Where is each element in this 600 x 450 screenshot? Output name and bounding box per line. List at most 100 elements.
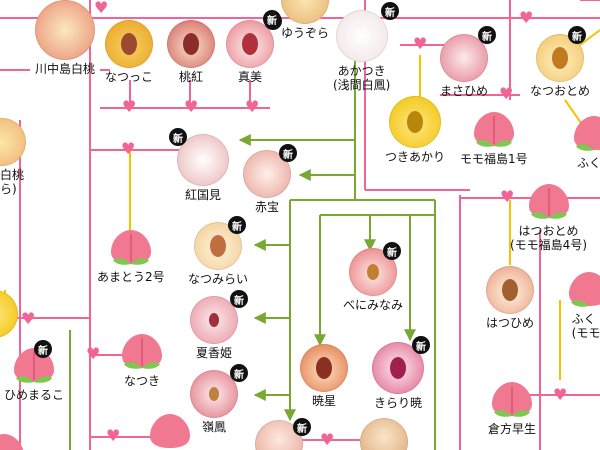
variety-label: 川中島白桃 xyxy=(35,62,96,76)
variety-hatsuhime: はつひめ xyxy=(486,266,534,330)
variety-label: 紅国見 xyxy=(184,188,221,202)
peach-photo-icon xyxy=(349,248,397,296)
heart-icon: ♥ xyxy=(553,385,568,404)
variety-kirariakatsuki: きらり暁 新 xyxy=(372,336,430,410)
peach-photo-icon xyxy=(440,34,488,82)
variety-akatama: 赤宝 新 xyxy=(243,144,297,214)
new-badge: 新 xyxy=(279,144,297,162)
variety-label: なつっこ xyxy=(105,70,154,84)
new-badge: 新 xyxy=(478,26,496,44)
variety-label: つきあかり xyxy=(385,150,446,164)
partial-pink-peach-bottom xyxy=(146,410,194,450)
variety-fuku-top: ふく xyxy=(570,112,600,170)
variety-label: あかつき (浅間白鳳) xyxy=(333,64,391,92)
peach-photo-icon xyxy=(167,20,215,68)
variety-label: あまとう2号 xyxy=(97,270,165,284)
variety-label: 真美 xyxy=(237,70,262,84)
variety-label: べにみなみ xyxy=(343,298,404,312)
variety-label: なつき xyxy=(123,374,160,388)
heart-icon: ♥ xyxy=(500,187,515,206)
new-badge: 新 xyxy=(263,10,281,28)
variety-label: はつひめ xyxy=(486,316,535,330)
variety-label: まさひめ xyxy=(440,84,489,98)
new-badge: 新 xyxy=(34,340,52,358)
peach-photo-icon xyxy=(0,290,18,338)
new-badge: 新 xyxy=(381,2,399,20)
variety-label: なつみらい xyxy=(188,272,249,286)
heart-icon: ♥ xyxy=(86,344,101,363)
variety-label: ふく xyxy=(576,156,600,170)
peach-icon xyxy=(122,334,162,369)
variety-kakohime: 夏香姫 新 xyxy=(190,290,248,360)
variety-masahime: まさひめ 新 xyxy=(440,26,496,98)
variety-natsuotome: なつおとめ 新 xyxy=(530,26,590,98)
partial-peach-left xyxy=(0,290,18,338)
peach-photo-icon xyxy=(105,20,153,68)
heart-icon: ♥ xyxy=(413,34,428,53)
variety-label: ふく (モモ xyxy=(571,312,600,340)
heart-icon: ♥ xyxy=(519,8,534,27)
variety-masami: 真美 新 xyxy=(226,12,282,84)
peach-photo-icon xyxy=(300,344,348,392)
peach-icon xyxy=(528,184,569,219)
variety-label: きらり暁 xyxy=(373,396,422,410)
peach-photo-icon xyxy=(190,296,238,344)
peach-photo-icon xyxy=(190,370,238,418)
peach-photo-icon xyxy=(177,134,229,186)
peach-icon xyxy=(150,414,190,448)
new-badge: 新 xyxy=(230,364,248,382)
variety-natsukko: なつっこ xyxy=(105,20,153,84)
peach-photo-icon xyxy=(335,10,388,62)
variety-tokou: 桃紅 xyxy=(167,20,215,84)
new-badge: 新 xyxy=(383,242,401,260)
variety-label: ひめまるこ xyxy=(4,388,65,402)
heart-icon: ♥ xyxy=(320,430,335,449)
variety-left-partial: 白桃 ら) xyxy=(0,118,26,196)
peach-photo-icon xyxy=(389,96,441,148)
peach-photo-icon xyxy=(281,0,329,24)
new-badge: 新 xyxy=(412,336,430,354)
peach-icon xyxy=(569,272,600,307)
new-badge: 新 xyxy=(230,290,248,308)
peach-photo-icon xyxy=(486,266,534,314)
new-badge: 新 xyxy=(169,128,187,146)
heart-icon: ♥ xyxy=(245,97,260,116)
new-badge: 新 xyxy=(568,26,586,44)
variety-momofukushima1: モモ福島1号 xyxy=(460,108,528,166)
variety-label: 白桃 ら) xyxy=(0,168,24,196)
new-badge: 新 xyxy=(293,418,311,436)
heart-icon: ♥ xyxy=(184,97,199,116)
peach-icon xyxy=(492,382,532,417)
variety-fuku-mid: ふく (モモ xyxy=(565,268,600,340)
variety-label: 倉方早生 xyxy=(488,422,537,436)
heart-icon: ♥ xyxy=(122,97,137,116)
variety-natsuki: なつき xyxy=(118,330,166,388)
peach-photo-icon xyxy=(360,418,408,450)
heart-icon: ♥ xyxy=(121,139,136,158)
variety-label: 夏香姫 xyxy=(195,346,232,360)
heart-icon: ♥ xyxy=(106,426,121,445)
peach-photo-icon xyxy=(35,0,95,60)
partial-peach-bottom: 新 xyxy=(255,418,311,450)
variety-natsumirai: なつみらい 新 xyxy=(188,216,249,286)
variety-amatou2: あまとう2号 xyxy=(97,226,165,284)
variety-kokkoku: 紅国見 新 xyxy=(169,128,229,202)
variety-beniminami: べにみなみ 新 xyxy=(343,242,404,312)
variety-himemaruko: ひめまるこ 新 xyxy=(4,340,65,402)
peach-icon xyxy=(574,116,600,151)
peach-icon xyxy=(0,434,24,450)
variety-label: モモ福島1号 xyxy=(460,152,528,166)
variety-reiho: 嶺鳳 新 xyxy=(190,364,248,434)
heart-icon: ♥ xyxy=(94,0,109,17)
variety-label: ゆうぞら xyxy=(281,26,330,40)
peach-photo-icon xyxy=(226,20,274,68)
variety-label: はつおとめ (モモ福島4号) xyxy=(510,224,587,252)
new-badge: 新 xyxy=(228,216,246,234)
variety-yuzora: ゆうぞら 新 xyxy=(263,0,330,40)
variety-akatsuki: あかつき (浅間白鳳) 新 xyxy=(333,2,399,92)
variety-label: 暁星 xyxy=(311,394,336,408)
variety-gyosei: 暁星 xyxy=(300,344,348,408)
variety-kurakata: 倉方早生 xyxy=(488,378,536,436)
